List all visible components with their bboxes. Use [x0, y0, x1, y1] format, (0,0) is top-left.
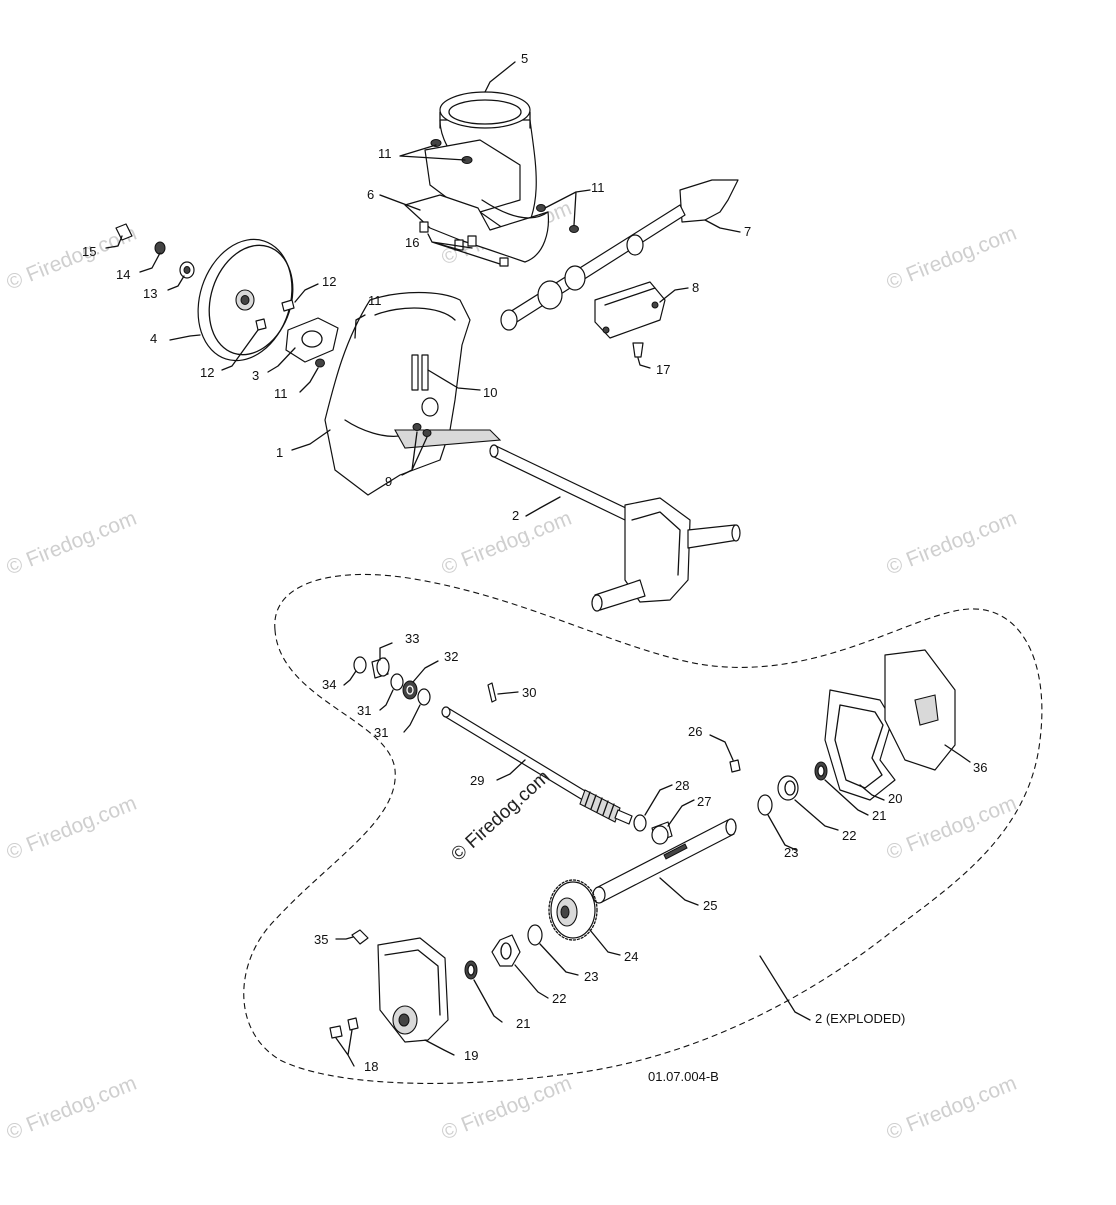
part-washers-31-34 — [353, 656, 431, 706]
leader-lines — [105, 61, 971, 1067]
callout-10: 10 — [483, 385, 497, 400]
callout-32: 32 — [444, 649, 458, 664]
watermark-text: © Firedog.com — [883, 507, 1020, 580]
callout-11: 11 — [274, 386, 288, 401]
watermark-text: © Firedog.com — [438, 507, 575, 580]
part-output-shaft — [592, 818, 737, 904]
part-left-seals-housing — [329, 924, 543, 1043]
part-rod-bracket — [594, 281, 666, 339]
watermark-text: © Firedog.com — [883, 792, 1020, 865]
callout-21: 21 — [516, 1016, 530, 1031]
part-bolts-16 — [419, 221, 509, 267]
callout-18: 18 — [364, 1059, 378, 1074]
part-gearbox-shaft — [489, 444, 741, 612]
callout-1: 1 — [276, 445, 283, 460]
part-ring-bushing-27-28 — [633, 814, 673, 845]
watermark-text: © Firedog.com — [3, 1072, 140, 1145]
inner-watermark: © Firedog.com — [447, 767, 554, 866]
part-right-seals-gasket-cover — [757, 649, 956, 816]
callout-23: 23 — [584, 969, 598, 984]
callout-16: 16 — [405, 235, 419, 250]
callout-6: 6 — [367, 187, 374, 202]
callout-11: 11 — [591, 180, 605, 195]
callout-31: 31 — [357, 703, 371, 718]
callout-22: 22 — [552, 991, 566, 1006]
callout-8: 8 — [692, 280, 699, 295]
callout-labels: 5 11 11 6 7 15 14 13 16 4 12 12 3 11 11 … — [82, 51, 987, 1074]
callout-2-exploded: 2 (EXPLODED) — [815, 1011, 905, 1026]
callout-33: 33 — [405, 631, 419, 646]
drawing-number: 01.07.004-B — [648, 1069, 719, 1084]
callout-7: 7 — [744, 224, 751, 239]
callout-36: 36 — [973, 760, 987, 775]
callout-5: 5 — [521, 51, 528, 66]
watermark-text: © Firedog.com — [883, 1072, 1020, 1145]
callout-26: 26 — [688, 724, 702, 739]
callout-13: 13 — [143, 286, 157, 301]
part-pin-30 — [487, 682, 497, 703]
callout-20: 20 — [888, 791, 902, 806]
part-screw-17 — [632, 342, 644, 358]
part-gear — [548, 879, 598, 941]
callout-35: 35 — [314, 932, 328, 947]
part-deflector-plate — [404, 194, 579, 263]
part-hardware-13-15 — [115, 223, 195, 279]
callout-29: 29 — [470, 773, 484, 788]
callout-17: 17 — [656, 362, 670, 377]
callout-22: 22 — [842, 828, 856, 843]
callout-12: 12 — [200, 365, 214, 380]
callout-31: 31 — [374, 725, 388, 740]
callout-2: 2 — [512, 508, 519, 523]
callout-19: 19 — [464, 1048, 478, 1063]
callout-14: 14 — [116, 267, 130, 282]
callout-34: 34 — [322, 677, 336, 692]
callout-15: 15 — [82, 244, 96, 259]
callout-21: 21 — [872, 808, 886, 823]
part-key-26 — [729, 759, 741, 773]
callout-30: 30 — [522, 685, 536, 700]
callout-24: 24 — [624, 949, 638, 964]
watermark-text: © Firedog.com — [883, 222, 1020, 295]
watermark-text: © Firedog.com — [3, 792, 140, 865]
part-pulley — [197, 238, 295, 362]
part-auger-housing — [324, 291, 502, 496]
part-control-rod — [500, 179, 739, 331]
callout-12: 12 — [322, 274, 336, 289]
callout-4: 4 — [150, 331, 157, 346]
callout-25: 25 — [703, 898, 717, 913]
callout-11: 11 — [378, 146, 392, 161]
callout-27: 27 — [697, 794, 711, 809]
watermark-text: © Firedog.com — [3, 507, 140, 580]
callout-23: 23 — [784, 845, 798, 860]
callout-9: 9 — [385, 474, 392, 489]
callout-11: 11 — [368, 293, 382, 308]
part-worm-shaft — [441, 706, 633, 825]
callout-3: 3 — [252, 368, 259, 383]
callout-28: 28 — [675, 778, 689, 793]
exploded-view-outline — [243, 573, 1043, 1084]
